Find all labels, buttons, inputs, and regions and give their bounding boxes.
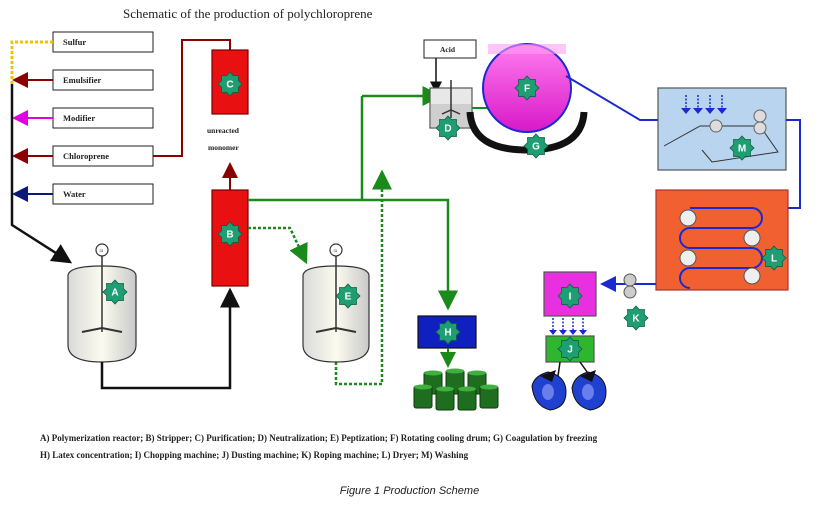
- svg-text:≈: ≈: [334, 247, 338, 255]
- feed-label: Modifier: [63, 113, 95, 123]
- unit-badge-letter: F: [524, 84, 530, 95]
- unit-badge-letter: C: [226, 80, 233, 91]
- unit-badge-a: A: [102, 279, 128, 305]
- unit-badge-i: I: [557, 283, 583, 309]
- unit-badge-c: C: [217, 71, 243, 97]
- unit-badge-letter: E: [345, 292, 352, 303]
- unit-badge-b: B: [217, 221, 243, 247]
- peptization-vessel: ≈: [302, 243, 370, 363]
- unit-badge-letter: A: [111, 288, 118, 299]
- product-bags-icon: [531, 370, 607, 411]
- unit-badge-letter: G: [532, 142, 540, 153]
- feed-label: Sulfur: [63, 37, 86, 47]
- unit-badge-k: K: [623, 305, 649, 331]
- washing-unit: [657, 87, 787, 171]
- recycle-line: [153, 39, 231, 157]
- feed-modifier: Modifier: [52, 107, 154, 129]
- unit-badge-letter: B: [226, 230, 233, 241]
- unit-badge-f: F: [514, 75, 540, 101]
- feed-label: Emulsifier: [63, 75, 101, 85]
- stripper-to-peptization-line: [248, 226, 308, 265]
- legend-line-2: H) Latex concentration; I) Chopping mach…: [40, 450, 469, 460]
- unit-badge-letter: D: [444, 124, 451, 135]
- unit-badge-letter: K: [632, 314, 640, 325]
- unit-badge-m: M: [729, 135, 755, 161]
- unit-badge-letter: H: [444, 328, 451, 339]
- feed-sulfur: Sulfur: [52, 31, 154, 53]
- unreacted-label: unreacted: [207, 126, 240, 135]
- svg-text:≈: ≈: [100, 247, 104, 255]
- feed-emulsifier: Emulsifier: [52, 69, 154, 91]
- sulfur-line: [10, 40, 53, 84]
- unit-badge-l: L: [761, 245, 787, 271]
- unit-badge-g: G: [523, 133, 549, 159]
- unit-badge-j: J: [557, 336, 583, 362]
- chopper-outflow: [552, 318, 584, 332]
- polymerization-reactor: ≈: [67, 243, 137, 363]
- peptization-return-line: [334, 169, 392, 386]
- roping-machine: [623, 273, 637, 299]
- feed-label: Chloroprene: [63, 151, 109, 161]
- diagram-title: Schematic of the production of polychlor…: [123, 6, 373, 21]
- unit-badge-letter: L: [771, 254, 777, 265]
- unit-badge-letter: I: [569, 292, 572, 303]
- reactor-to-stripper-line: [100, 287, 240, 390]
- unit-badge-e: E: [335, 283, 361, 309]
- chopping-machine: [543, 271, 597, 317]
- dryer: [655, 189, 789, 291]
- unit-badge-h: H: [435, 319, 461, 345]
- acid-label: Acid: [440, 45, 456, 54]
- feed-to-reactor-line: [10, 84, 73, 264]
- feed-water: Water: [52, 183, 154, 205]
- monomer-label: monomer: [208, 143, 239, 152]
- unit-badge-letter: M: [738, 144, 746, 155]
- acid-box: Acid: [423, 39, 477, 59]
- drum-to-washer-line: [565, 75, 658, 121]
- unit-badge-d: D: [435, 115, 461, 141]
- production-scheme-diagram: Schematic of the production of polychlor…: [10, 6, 801, 411]
- legend-line-1: A) Polymerization reactor; B) Stripper; …: [40, 433, 598, 443]
- latex-barrels-icon: [413, 368, 499, 411]
- feed-chloroprene: Chloroprene: [52, 145, 154, 167]
- figure-caption: Figure 1 Production Scheme: [339, 485, 480, 497]
- stripper-to-concentration-line: [248, 198, 458, 311]
- feed-label: Water: [63, 189, 86, 199]
- unit-badge-letter: J: [567, 345, 573, 356]
